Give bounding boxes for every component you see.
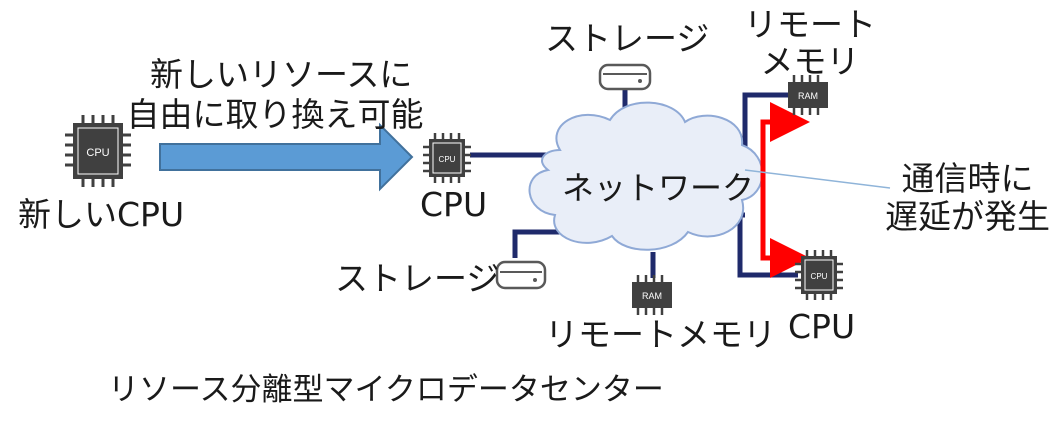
footer-title: リソース分離型マイクロデータセンター — [108, 372, 664, 408]
network-cloud — [528, 101, 764, 251]
cpu-chip-icon: CPU — [795, 250, 843, 300]
new-cpu-label: 新しいCPU — [18, 195, 185, 234]
storage-drive-icon — [598, 63, 652, 91]
latency-label-line2: 遅延が発生 — [885, 197, 1050, 236]
cpu-chip-icon: CPU — [65, 115, 131, 187]
replace-arrow — [159, 122, 414, 192]
chip-text: RAM — [798, 91, 818, 101]
cpu-chip-icon: CPU — [423, 133, 471, 183]
remote-memory-bottom-label: リモートメモリ — [545, 315, 776, 354]
chip-text: RAM — [642, 291, 662, 301]
chip-text: CPU — [811, 272, 828, 281]
latency-callout-line — [744, 169, 891, 189]
cpu-label: CPU — [420, 185, 488, 224]
storage-bottom-label: ストレージ — [335, 259, 500, 298]
storage-top-label: ストレージ — [545, 19, 710, 58]
latency-label-line1: 通信時に — [901, 159, 1034, 198]
chip-text: CPU — [86, 147, 109, 159]
link-storage-bottom — [512, 229, 560, 258]
arrow-caption-line1: 新しいリソースに — [150, 55, 413, 94]
network-label: ネットワーク — [562, 169, 755, 207]
remote-memory-top-label-line1: リモート — [744, 5, 876, 44]
ram-module-icon: RAM — [632, 275, 672, 315]
storage-drive-icon — [495, 260, 547, 290]
arrow-caption-line2: 自由に取り換え可能 — [126, 95, 424, 134]
link-cpu-right — [737, 212, 798, 278]
latency-arrow — [760, 102, 810, 278]
ram-module-icon: RAM — [788, 75, 828, 115]
chip-text: CPU — [439, 155, 456, 164]
remote-memory-top-label-line2: メモリ — [760, 42, 860, 81]
cpu-right-label: CPU — [788, 307, 856, 346]
